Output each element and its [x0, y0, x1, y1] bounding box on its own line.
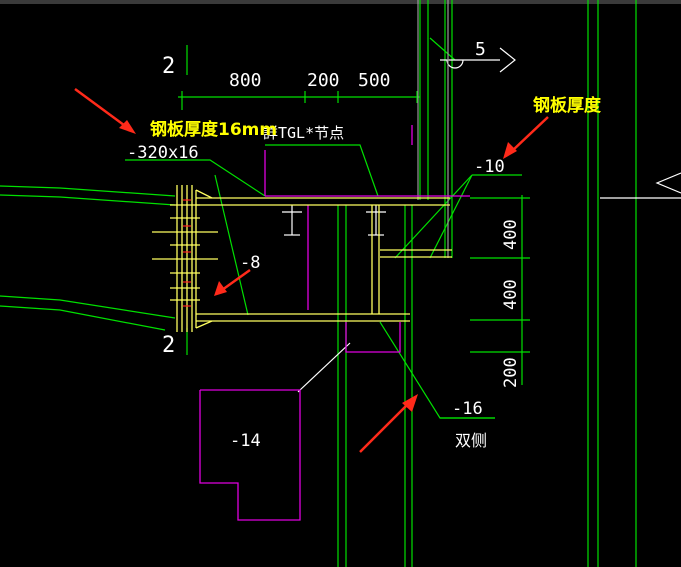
detail-mark: 5: [475, 39, 486, 60]
dim-200: 200: [307, 70, 340, 91]
arrow-plate-mid: [214, 268, 251, 296]
arrow-plate-bottom: [359, 394, 418, 453]
annotation-arrows: [74, 87, 549, 453]
dim-400-upper: 400: [501, 219, 521, 250]
plate-label-bottom: -16: [452, 399, 483, 419]
top-edge-strip: [0, 0, 681, 4]
gray-linework: [417, 0, 449, 258]
node-label: 詳TGL*节点: [263, 124, 344, 142]
note-right: 钢板厚度: [533, 95, 602, 116]
annotation-notes: 钢板厚度16mm 钢板厚度: [150, 95, 602, 140]
both-sides-label: 双侧: [455, 431, 487, 450]
white-linework: [282, 47, 681, 393]
dim-500: 500: [358, 70, 391, 91]
note-left: 钢板厚度16mm: [150, 119, 277, 140]
arrow-note-left: [74, 87, 136, 134]
dim-200-vertical: 200: [501, 357, 521, 388]
dim-800: 800: [229, 70, 262, 91]
green-linework: [0, 0, 637, 567]
bolt-marks: [183, 199, 191, 307]
magenta-linework: [199, 125, 470, 521]
section-mark-top: 2: [162, 54, 175, 79]
section-mark-bottom: 2: [162, 333, 175, 358]
plate-label-right: -10: [474, 157, 505, 177]
yellow-linework: [152, 185, 452, 332]
arrow-note-right: [503, 116, 549, 159]
dim-400-lower: 400: [501, 279, 521, 310]
plate-label-top: -320x16: [127, 143, 199, 163]
plate-label-mid: -8: [240, 253, 260, 273]
cad-labels: 2 2 5 800 200 500 詳TGL*节点 -320x16 -8 -10…: [127, 39, 521, 451]
plate-label-lower: -14: [230, 431, 261, 451]
